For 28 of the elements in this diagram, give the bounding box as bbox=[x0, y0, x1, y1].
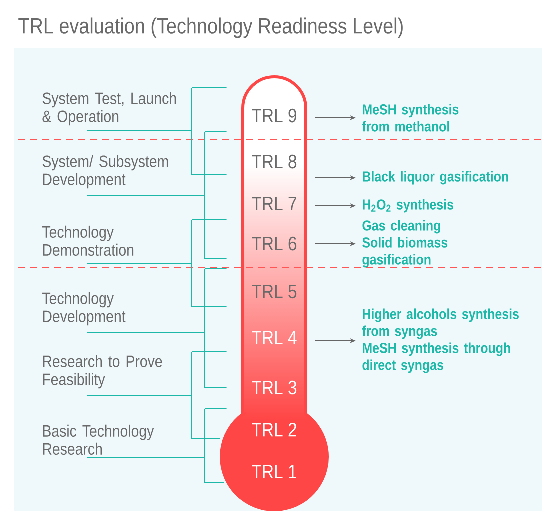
technology-label: Higher alcohols synthesis from syngas MeSH synthesis through direct syngas bbox=[362, 308, 519, 374]
bracket-line bbox=[86, 352, 228, 440]
technology-label: H$_{2}$O$_{2}$ synthesis bbox=[363, 199, 454, 213]
level-label: TRL 5 bbox=[252, 285, 297, 299]
level-label: TRL 1 bbox=[252, 465, 296, 478]
bracket-line bbox=[86, 132, 228, 260]
level-label: TRL 3 bbox=[252, 380, 297, 395]
level-label: TRL 7 bbox=[252, 197, 296, 210]
level-label: TRL 4 bbox=[252, 331, 297, 344]
thermometer-drawing bbox=[220, 76, 329, 511]
bracket-line bbox=[86, 219, 228, 308]
level-label: TRL 2 bbox=[252, 422, 296, 437]
technology-label: Black liquor gasification bbox=[363, 171, 508, 185]
category-label: System Test, Launch & Operation bbox=[42, 92, 176, 126]
technology-label: Gas cleaning Solid biomass gasification bbox=[362, 220, 448, 268]
bracket-line bbox=[86, 408, 228, 484]
bracket-line bbox=[86, 88, 228, 176]
level-label: TRL 9 bbox=[252, 108, 297, 123]
title: TRL evaluation (Technology Readiness Level) bbox=[18, 18, 403, 38]
category-label: Research to Prove Feasibility bbox=[43, 355, 162, 389]
technology-label: MeSH synthesis from methanol bbox=[362, 104, 459, 132]
category-label: Basic Technology Research bbox=[43, 424, 154, 456]
category-label: Technology Demonstration bbox=[42, 226, 134, 256]
level-label: TRL 8 bbox=[252, 154, 297, 169]
bracket-line bbox=[86, 268, 228, 388]
category-label: Technology Development bbox=[42, 292, 126, 326]
category-label: System/ Subsystem Development bbox=[42, 155, 168, 189]
level-label: TRL 6 bbox=[252, 236, 297, 251]
